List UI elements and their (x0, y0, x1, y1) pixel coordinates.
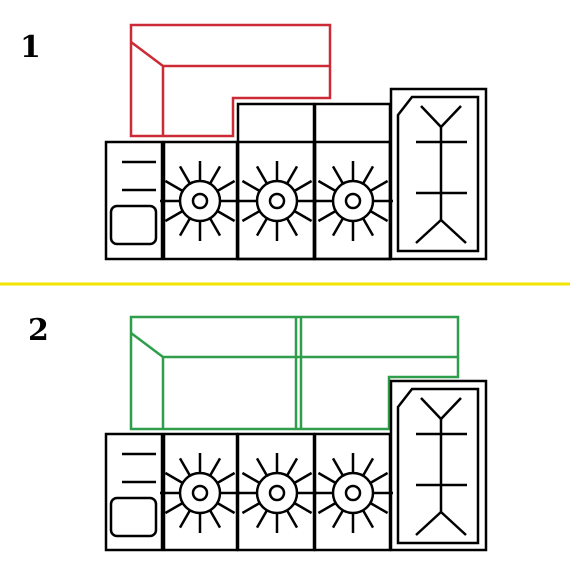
burner-icon (313, 453, 393, 533)
diagram-1 (104, 23, 488, 261)
fryer-unit-2 (389, 379, 488, 552)
diagram-1-label: 1 (20, 30, 41, 65)
diagram-2 (104, 315, 488, 552)
burner-icon (237, 161, 317, 241)
oven-unit-1 (104, 140, 164, 261)
burner-icon (160, 161, 240, 241)
burner-icons-2 (160, 453, 393, 533)
diagram-2-label: 2 (28, 313, 49, 348)
canopy-outline-1 (129, 23, 332, 138)
burner-icon (313, 161, 393, 241)
canopy-outline-2 (129, 315, 460, 431)
burner-icon (160, 453, 240, 533)
oven-unit-2 (104, 432, 164, 552)
burner-icon (237, 453, 317, 533)
burner-units-1 (162, 140, 392, 261)
fryer-unit-1 (389, 87, 488, 261)
burner-icons-1 (160, 161, 393, 241)
